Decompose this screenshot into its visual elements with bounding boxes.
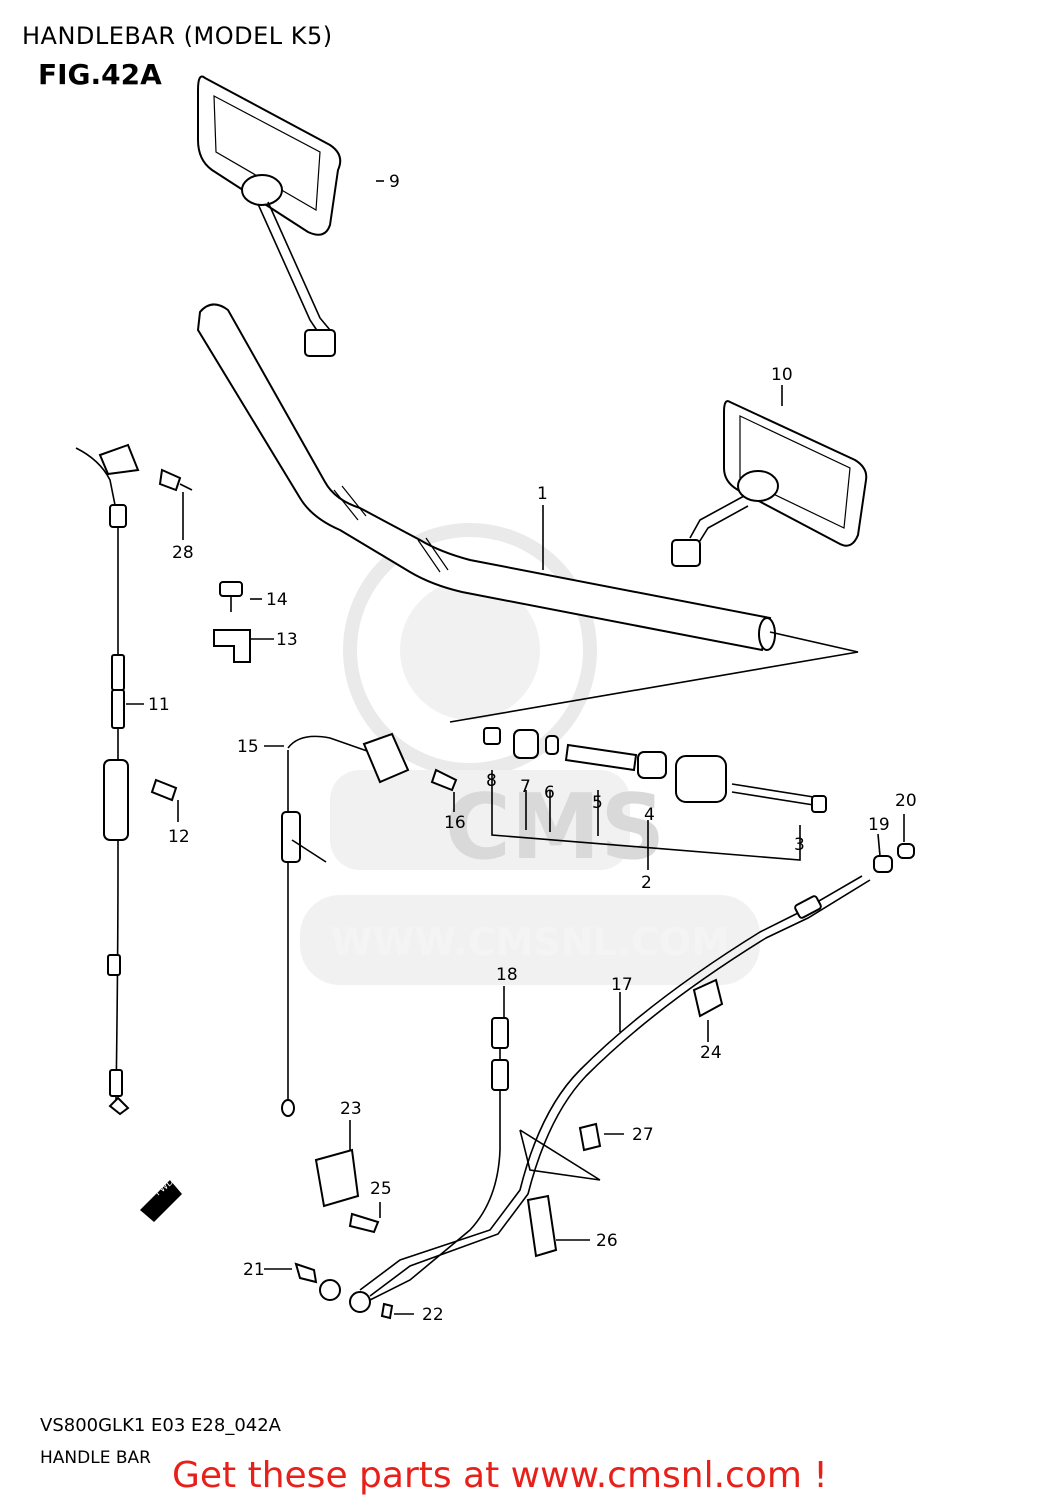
callout-18: 18: [496, 965, 518, 985]
callout-5: 5: [592, 793, 603, 813]
mirror-right: [671, 400, 868, 567]
cable-end-b: [349, 1291, 371, 1313]
screw-12: [150, 778, 178, 802]
callout-9: 9: [389, 172, 400, 192]
bracket-lines: [519, 1129, 601, 1181]
screw-16: [430, 768, 458, 792]
bracket-26: [526, 1194, 558, 1258]
callout-16: 16: [444, 813, 466, 833]
callout-12: 12: [168, 827, 190, 847]
bracket-23: [314, 1148, 360, 1208]
group-leader-lines: [449, 631, 859, 723]
cap-20: [897, 843, 915, 859]
figure-number: FIG.42A: [38, 58, 162, 91]
callout-26: 26: [596, 1231, 618, 1251]
callout-19: 19: [868, 815, 890, 835]
cable-end-a: [319, 1279, 341, 1301]
cta-link[interactable]: Get these parts at www.cmsnl.com !: [172, 1455, 828, 1496]
callout-28: 28: [172, 543, 194, 563]
callout-11: 11: [148, 695, 170, 715]
diagram-title: HANDLEBAR (MODEL K5): [22, 22, 333, 50]
callout-leaders: [126, 180, 905, 1315]
screw-28: [158, 468, 193, 492]
bolt-27: [578, 1122, 602, 1152]
callout-4: 4: [644, 805, 655, 825]
mirror-left: [197, 75, 342, 357]
callout-25: 25: [370, 1179, 392, 1199]
diagram-code: VS800GLK1 E03 E28_042A: [40, 1415, 281, 1436]
callout-13: 13: [276, 630, 298, 650]
callout-24: 24: [700, 1043, 722, 1063]
grip-parts-row: [483, 727, 827, 813]
watermark-brand: CMS: [445, 775, 665, 880]
callout-1: 1: [537, 484, 548, 504]
callout-22: 22: [422, 1305, 444, 1325]
callout-21: 21: [243, 1260, 265, 1280]
callout-17: 17: [611, 975, 633, 995]
callout-7: 7: [520, 777, 531, 797]
callout-3: 3: [794, 835, 805, 855]
clamp-13: [213, 629, 251, 663]
switch-cable-15: [281, 732, 410, 1117]
callout-15: 15: [237, 737, 259, 757]
pin-21: [294, 1262, 318, 1284]
callout-20: 20: [895, 791, 917, 811]
callout-2: 2: [641, 873, 652, 893]
arrow-fwd-icon: FWD: [140, 1177, 182, 1222]
callout-23: 23: [340, 1099, 362, 1119]
callout-27: 27: [632, 1125, 654, 1145]
callout-6: 6: [544, 783, 555, 803]
bracket-24: [692, 978, 724, 1018]
watermark-mascot-icon: [300, 523, 760, 985]
handlebar-tube: [196, 303, 776, 652]
throttle-cable-left: [75, 443, 140, 1116]
watermark-url: WWW.CMSNL.COM: [331, 920, 730, 964]
callout-14: 14: [266, 590, 288, 610]
pin-22: [380, 1302, 394, 1320]
callout-10: 10: [771, 365, 793, 385]
cap-19: [873, 855, 893, 873]
grip-bracket-lines: [491, 770, 801, 870]
bolt-14: [219, 581, 243, 612]
diagram-name: HANDLE BAR: [40, 1448, 151, 1468]
screw-25: [348, 1212, 380, 1234]
brake-cable-18: [369, 1017, 509, 1301]
callout-8: 8: [486, 771, 497, 791]
